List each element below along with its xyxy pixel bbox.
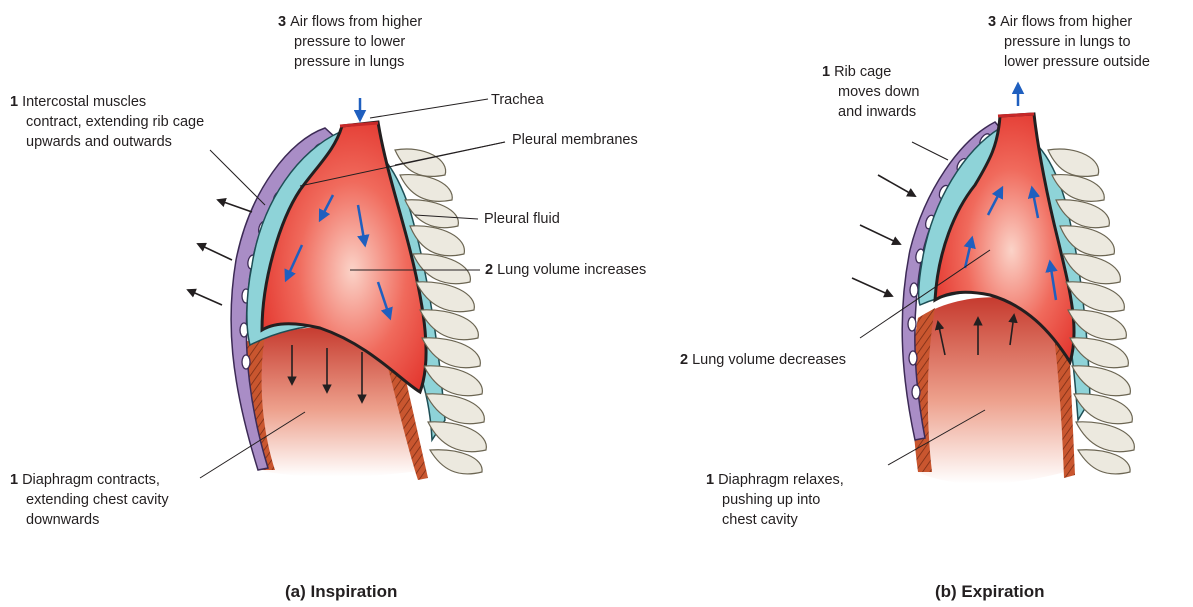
- inspiration-panel: [188, 98, 505, 480]
- caption-expiration: (b) Expiration: [935, 582, 1045, 602]
- label-trachea: Trachea: [491, 90, 544, 110]
- label-pleural-fluid: Pleural fluid: [484, 209, 560, 229]
- caption-inspiration: (a) Inspiration: [285, 582, 397, 602]
- label-pleural-membranes: Pleural membranes: [512, 130, 638, 150]
- expiration-panel: [852, 84, 1134, 484]
